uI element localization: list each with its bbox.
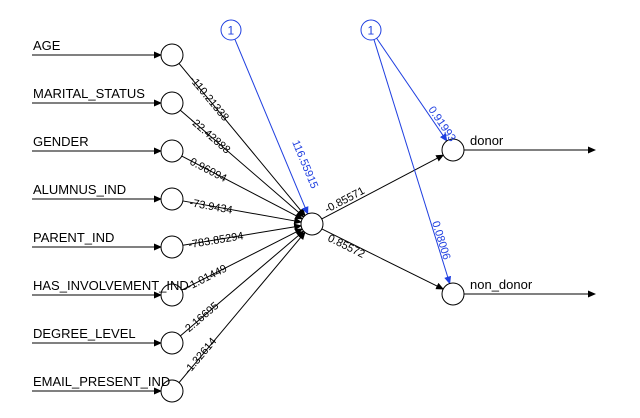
input-label: MARITAL_STATUS (33, 86, 145, 101)
input-label: GENDER (33, 134, 89, 149)
input-label: PARENT_IND (33, 230, 114, 245)
output-label: donor (470, 133, 504, 148)
hidden-output-edge (321, 228, 445, 290)
input-weight: -73.9434 (188, 197, 233, 216)
input-hidden-edge (182, 200, 303, 225)
output-bias-edge (373, 39, 452, 285)
input-node (160, 43, 184, 67)
hidden-bias-edge (234, 39, 309, 215)
input-hidden-edge (179, 109, 305, 218)
input-weight: 0.96094 (188, 156, 229, 185)
output-label: non_donor (470, 277, 533, 292)
input-node (160, 331, 184, 355)
hidden-node (300, 212, 324, 236)
input-weight: -783.85294 (188, 230, 245, 251)
input-hidden-edge (181, 228, 304, 291)
hidden-bias-weight: 116.55915 (289, 139, 320, 191)
output-weight: -0.85571 (323, 185, 367, 216)
input-hidden-edge (181, 155, 304, 220)
input-node (160, 283, 184, 307)
hidden-bias-node (220, 19, 242, 41)
output-node (441, 138, 465, 162)
input-weight: -1.32614 (182, 336, 219, 377)
input-label: ALUMNUS_IND (33, 182, 126, 197)
input-node (160, 91, 184, 115)
hidden-bias-label: 1 (228, 24, 235, 38)
input-hidden-edge (180, 230, 305, 337)
input-weight: 2.16695 (183, 300, 221, 335)
input-node (160, 379, 184, 403)
hidden-output-edge (321, 154, 445, 220)
output-bias-edge (376, 37, 448, 142)
labels: AGE-110.21338MARITAL_STATUS-22.42888GEND… (33, 24, 533, 390)
connections (32, 37, 596, 395)
input-node (160, 187, 184, 211)
input-hidden-edge (178, 231, 306, 383)
input-label: HAS_INVOLVEMENT_IND (33, 278, 189, 293)
output-node (441, 282, 465, 306)
input-label: EMAIL_PRESENT_IND (33, 374, 170, 389)
input-hidden-edge (182, 223, 303, 246)
input-hidden-edge (178, 63, 306, 217)
output-bias-label: 1 (368, 24, 375, 38)
input-node (160, 139, 184, 163)
output-bias-weight: 0.91993 (426, 104, 458, 144)
output-weight: 0.85572 (326, 232, 367, 260)
input-weight: -22.42888 (187, 115, 232, 156)
input-label: AGE (33, 38, 61, 53)
input-weight: -1.01449 (185, 263, 229, 293)
output-bias-weight: 0.08006 (429, 220, 452, 262)
nodes (160, 19, 465, 403)
input-node (160, 235, 184, 259)
input-label: DEGREE_LEVEL (33, 326, 136, 341)
output-bias-node (360, 19, 382, 41)
